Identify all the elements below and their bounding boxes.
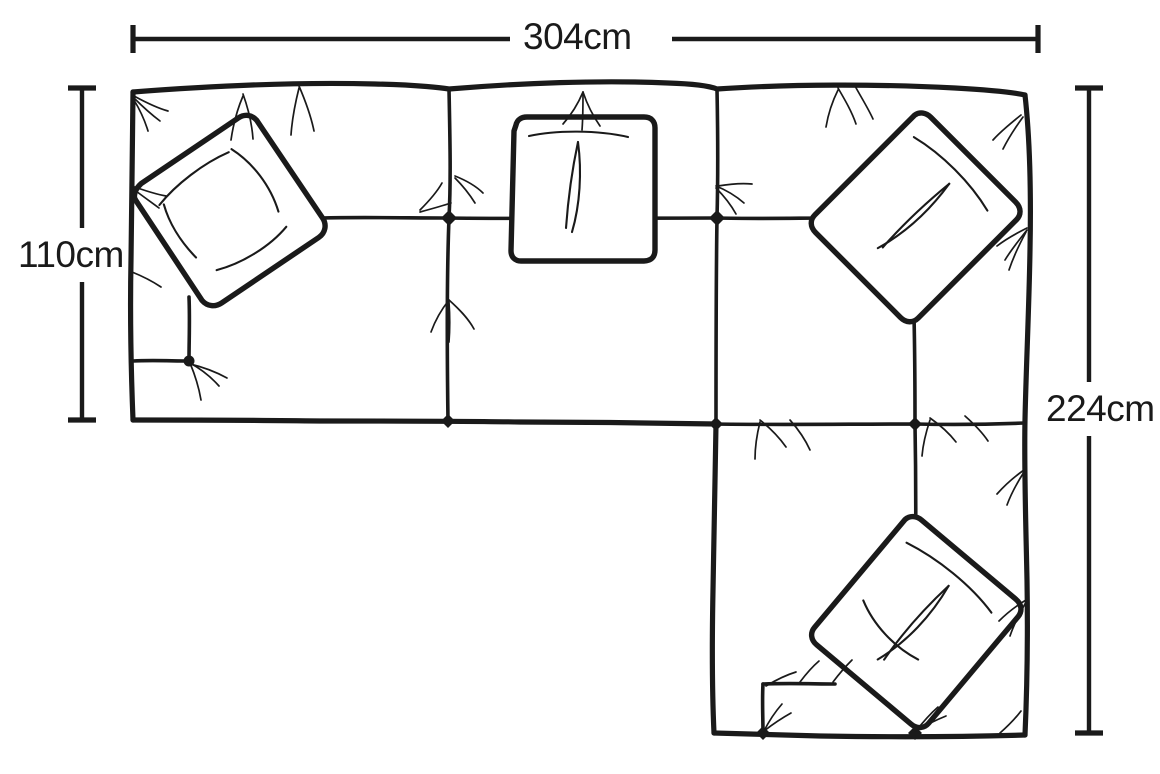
cushion-middle bbox=[508, 114, 658, 264]
dimension-label-depth-left: 110cm bbox=[18, 234, 124, 275]
dimension-line-depth-right bbox=[1075, 85, 1103, 736]
left-armrest-seam bbox=[131, 295, 192, 363]
dimension-label-width: 304cm bbox=[523, 16, 632, 57]
seam-nodes bbox=[183, 210, 922, 740]
sofa-body-outline bbox=[128, 79, 1033, 740]
dimension-line-depth-left bbox=[68, 85, 96, 423]
dimension-line-width bbox=[130, 25, 1041, 53]
chaise-armrest-seam bbox=[760, 681, 837, 735]
dimension-label-depth-right: 224cm bbox=[1046, 388, 1155, 429]
cushion-left bbox=[131, 112, 328, 309]
sketch-whiskers bbox=[131, 85, 1028, 734]
cushion-chaise bbox=[808, 513, 1024, 731]
cushion-right-corner bbox=[808, 110, 1023, 325]
